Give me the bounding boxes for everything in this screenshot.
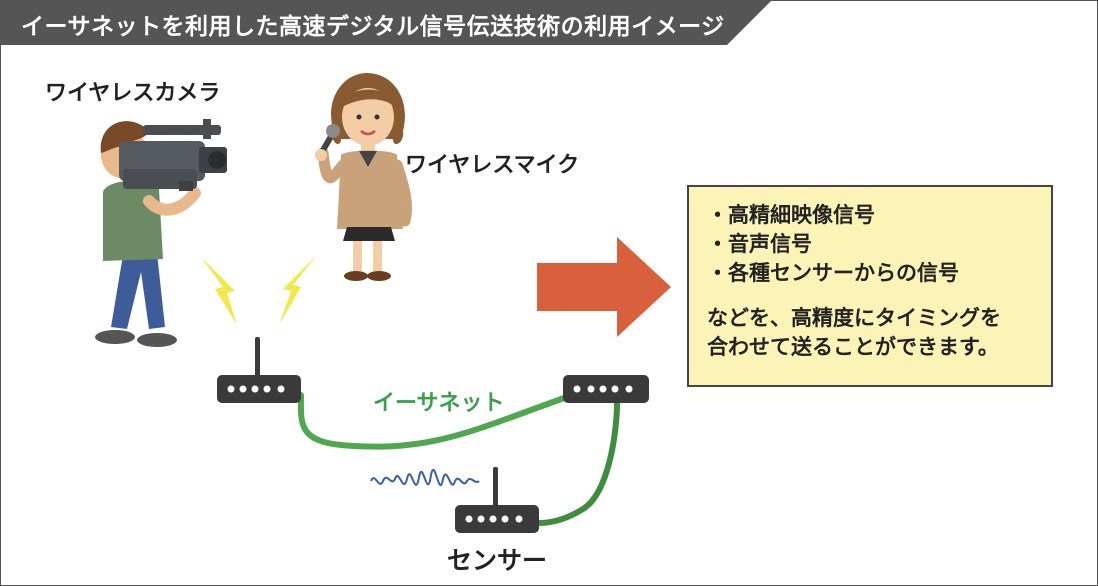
bullet-item: ・高精細映像信号: [707, 203, 875, 227]
page-title: イーサネットを利用した高速デジタル信号伝送技術の利用イメージ: [21, 14, 725, 40]
info-box: ・高精細映像信号 ・音声信号 ・各種センサーからの信号 などを、高精度にタイミン…: [687, 185, 1053, 387]
camera-label: ワイヤレスカメラ: [45, 81, 221, 106]
microphone-label: ワイヤレスマイク: [405, 153, 580, 178]
person-with-microphone-icon: [315, 73, 413, 281]
lightning-bolt-icon: [201, 255, 317, 325]
note-line: などを、高精度にタイミングを: [707, 306, 1001, 330]
ethernet-label: イーサネット: [373, 391, 505, 416]
right-arrow-icon: [537, 237, 671, 337]
wireless-router-icon: [217, 337, 301, 403]
note-line: 合わせて送ることができます。: [707, 335, 999, 359]
network-switch-icon: [563, 375, 649, 403]
ethernet-cable: [297, 392, 570, 450]
bullet-item: ・音声信号: [707, 232, 812, 256]
sensor-cable: [536, 400, 620, 526]
signal-wave-icon: [370, 468, 480, 487]
title-banner: [1, 1, 771, 45]
sensor-device-icon: [455, 467, 539, 533]
person-with-video-camera-icon: [95, 119, 227, 347]
sensor-label: センサー: [447, 546, 548, 575]
bullet-item: ・各種センサーからの信号: [707, 261, 959, 285]
